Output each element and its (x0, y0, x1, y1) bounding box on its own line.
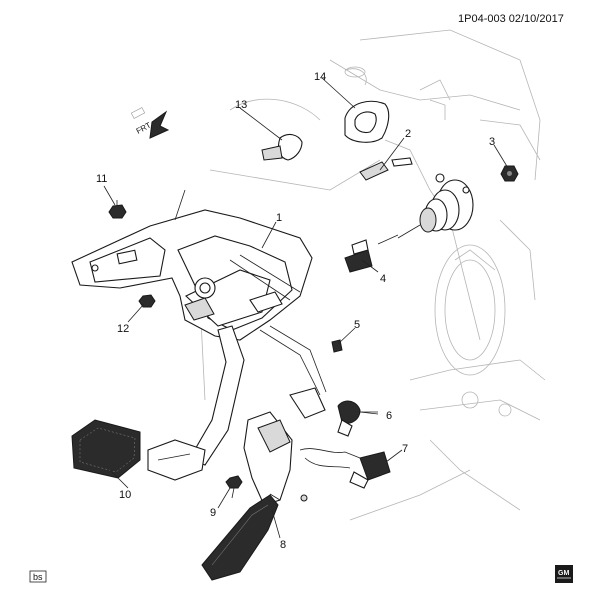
artist-code-badge: bs (29, 570, 47, 583)
brake-booster (377, 173, 474, 245)
pedal-bumper (261, 133, 303, 161)
callout-8: 8 (280, 539, 286, 551)
callout-7: 7 (402, 443, 408, 455)
nut-right (500, 165, 519, 182)
nut-lower-left (138, 294, 156, 308)
brake-pedal-arm (189, 325, 245, 466)
screw-bracket (300, 339, 343, 502)
leader-lines (103, 77, 509, 539)
callout-2: 2 (405, 128, 411, 140)
callout-10: 10 (119, 489, 131, 501)
accelerator-pedal (201, 411, 293, 581)
callout-6: 6 (386, 410, 392, 422)
callout-9: 9 (210, 507, 216, 519)
callout-13: 13 (235, 99, 247, 111)
bolt-upper-left (108, 200, 127, 219)
callout-labels: 1 2 3 4 5 6 7 8 9 10 11 12 13 14 (96, 71, 495, 551)
gm-logo-text: GM (558, 570, 569, 577)
front-direction-label: FRT (135, 121, 153, 136)
front-direction-arrow: FRT (130, 107, 170, 139)
harness-connector (299, 448, 391, 489)
clevis-pin (359, 157, 413, 181)
seal-grommet (344, 100, 390, 143)
gm-logo: GM (555, 565, 573, 583)
artist-code-text: bs (33, 572, 43, 582)
callout-1: 1 (276, 212, 282, 224)
diagram-reference: 1P04-003 02/10/2017 (458, 13, 564, 25)
callout-5: 5 (354, 319, 360, 331)
callout-11: 11 (96, 173, 107, 185)
brake-pedal-pad (71, 419, 206, 481)
bolt-accelerator (225, 475, 243, 499)
callout-12: 12 (117, 323, 129, 335)
stop-lamp-switch (344, 239, 373, 273)
callout-4: 4 (380, 273, 386, 285)
callout-14: 14 (314, 71, 326, 83)
callout-3: 3 (489, 136, 495, 148)
small-fastener (300, 494, 308, 502)
pedal-bracket-assembly (71, 189, 327, 419)
sensor-connector (337, 400, 378, 437)
